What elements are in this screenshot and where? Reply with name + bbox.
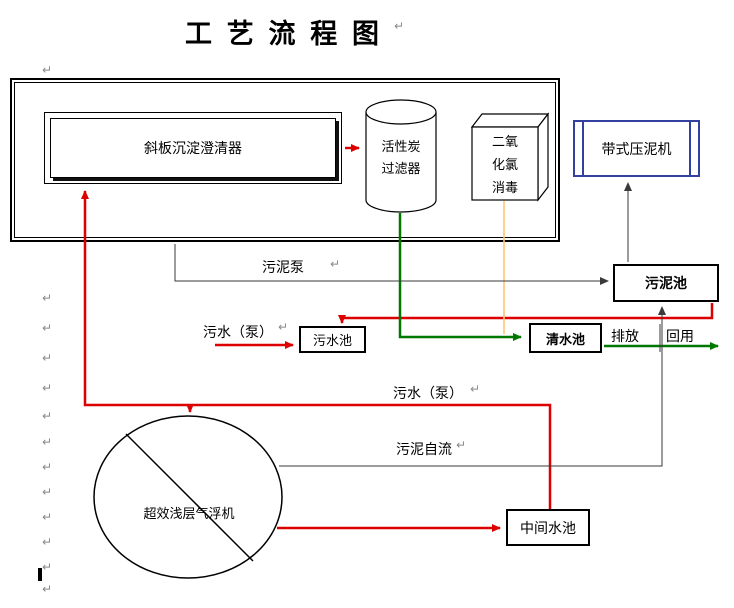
clean-tank-node: 清水池 bbox=[529, 323, 602, 353]
clarifier-node: 斜板沉淀澄清器 bbox=[44, 112, 342, 184]
return-mark: ↵ bbox=[470, 382, 481, 396]
flotation-diagonal-line bbox=[125, 433, 254, 562]
return-mark: ↵ bbox=[278, 320, 289, 334]
carbon-filter-label-line1: 活性炭 bbox=[381, 139, 421, 154]
return-mark: ↵ bbox=[42, 409, 53, 423]
return-mark: ↵ bbox=[394, 19, 405, 33]
red-sludge-return-line bbox=[338, 303, 714, 324]
sewage-pump-lower-label: 污水（泵） bbox=[393, 385, 463, 401]
page-title: 工 艺 流 程 图 bbox=[185, 19, 383, 49]
return-mark: ↵ bbox=[42, 291, 53, 305]
return-mark: ↵ bbox=[42, 485, 53, 499]
belt-press-label: 带式压泥机 bbox=[582, 122, 691, 175]
return-mark: ↵ bbox=[42, 435, 53, 449]
clarifier-label: 斜板沉淀澄清器 bbox=[50, 118, 336, 178]
return-mark: ↵ bbox=[42, 460, 53, 474]
sludge-pump-label: 污泥泵 bbox=[262, 259, 304, 275]
return-mark: ↵ bbox=[42, 560, 53, 574]
return-mark: ↵ bbox=[42, 582, 53, 596]
reuse-label: 回用 bbox=[666, 328, 694, 344]
return-mark: ↵ bbox=[330, 257, 341, 271]
document-end-marker bbox=[38, 568, 42, 581]
disinfection-label: 二氧 化氯 消毒 bbox=[478, 130, 532, 199]
return-mark: ↵ bbox=[42, 381, 53, 395]
return-mark: ↵ bbox=[42, 351, 53, 365]
return-mark: ↵ bbox=[42, 510, 53, 524]
carbon-filter-label: 活性炭 过滤器 bbox=[369, 136, 433, 180]
disinfection-label-line2: 化氯 bbox=[491, 157, 518, 172]
disinfection-label-line3: 消毒 bbox=[491, 180, 518, 195]
disinfection-label-line1: 二氧 bbox=[491, 134, 518, 149]
return-mark: ↵ bbox=[42, 63, 53, 77]
intermediate-tank-node: 中间水池 bbox=[506, 509, 590, 546]
discharge-label: 排放 bbox=[611, 328, 639, 344]
return-mark: ↵ bbox=[42, 321, 53, 335]
sludge-gravity-label: 污泥自流 bbox=[396, 441, 452, 457]
carbon-filter-label-line2: 过滤器 bbox=[381, 161, 421, 176]
return-mark: ↵ bbox=[456, 438, 467, 452]
black-sludge-pump-line bbox=[174, 244, 609, 285]
flotation-circle bbox=[93, 415, 283, 579]
flotation-label: 超效浅层气浮机 bbox=[143, 506, 235, 521]
sludge-tank-node: 污泥池 bbox=[613, 264, 719, 302]
sewage-pump-upper-label: 污水（泵） bbox=[203, 324, 273, 340]
belt-press-node: 带式压泥机 bbox=[573, 120, 700, 177]
sewage-tank-node: 污水池 bbox=[299, 326, 366, 353]
return-mark: ↵ bbox=[42, 535, 53, 549]
